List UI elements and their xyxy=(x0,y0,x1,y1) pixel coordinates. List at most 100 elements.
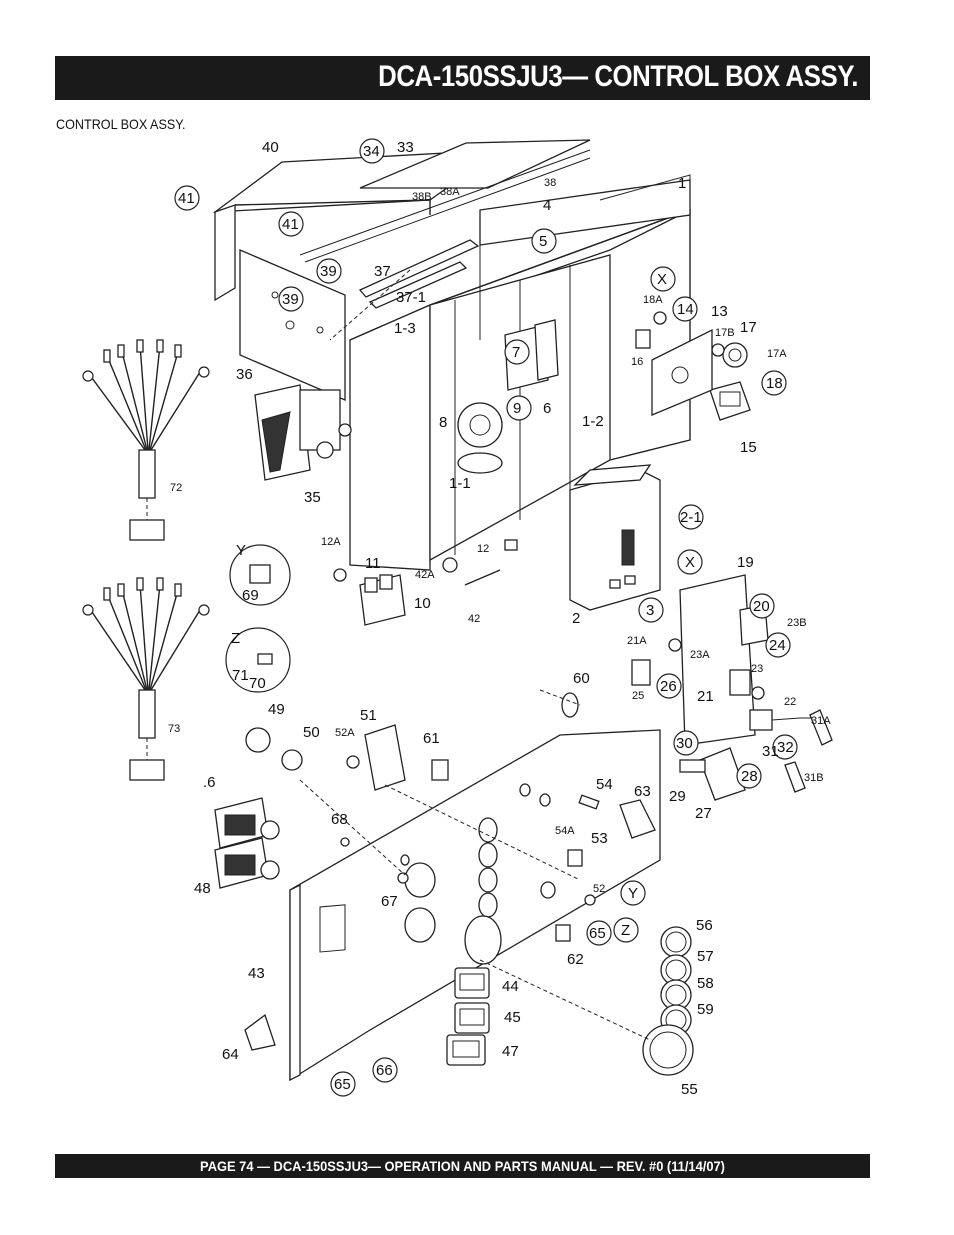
front-panel-43 xyxy=(289,729,661,1082)
callout-63: 63 xyxy=(634,783,651,800)
section-title: CONTROL BOX ASSY. xyxy=(56,116,186,132)
callout-18a: 18A xyxy=(643,294,663,306)
meter-58 xyxy=(660,979,692,1011)
callout-38: 38 xyxy=(544,177,556,189)
callout-70: 70 xyxy=(249,675,266,692)
callout-45: 45 xyxy=(504,1009,521,1026)
callout-11: 11 xyxy=(365,555,381,572)
callout-2: 2 xyxy=(572,610,580,627)
callout-6: 6 xyxy=(543,400,551,417)
cover-plate-33 xyxy=(359,139,591,189)
gauge-47 xyxy=(446,1034,486,1066)
fuse-31b xyxy=(784,761,806,793)
callout-20: 20 xyxy=(753,598,770,615)
callout-21: 21 xyxy=(697,688,714,705)
wire-harness-72 xyxy=(82,339,210,541)
bolt-42 xyxy=(442,539,518,586)
callout-27: 27 xyxy=(695,805,712,822)
panel-19 xyxy=(679,574,773,746)
callout-14: 14 xyxy=(677,301,694,318)
callout-8: 8 xyxy=(439,414,447,431)
callout-13: 13 xyxy=(711,303,728,320)
callout-43: 43 xyxy=(248,965,265,982)
callout-49: 49 xyxy=(268,701,285,718)
callout-31a: 31A xyxy=(811,715,831,727)
callout-68: 68 xyxy=(331,811,348,828)
footer-bar: PAGE 74 — DCA-150SSJU3— OPERATION AND PA… xyxy=(55,1154,870,1178)
callout-9: 9 xyxy=(513,400,521,417)
callout-24: 24 xyxy=(769,637,786,654)
meter-55 xyxy=(642,1024,694,1076)
callout-37-1: 37-1 xyxy=(396,289,426,306)
selector-switch-35 xyxy=(254,384,352,481)
callout-22: 22 xyxy=(784,696,796,708)
callout-50: 50 xyxy=(303,724,320,741)
callout-41b: 41 xyxy=(282,216,299,233)
module-51 xyxy=(364,724,406,791)
callout-60: 60 xyxy=(573,670,590,687)
callout-69: 69 xyxy=(242,587,259,604)
circuit-breaker-2 xyxy=(569,464,661,611)
callout-41: 41 xyxy=(178,190,195,207)
switch-62 xyxy=(555,924,571,942)
callout-1-2: 1-2 xyxy=(582,413,604,430)
page-title: DCA-150SSJU3— CONTROL BOX ASSY. xyxy=(378,60,858,93)
callout-54: 54 xyxy=(596,776,613,793)
meter-15 xyxy=(709,381,751,421)
callout-36: 36 xyxy=(236,366,253,383)
callout-55: 55 xyxy=(681,1081,698,1098)
gauge-45 xyxy=(454,1002,490,1034)
callout-4: 4 xyxy=(543,197,551,214)
callout-34: 34 xyxy=(363,143,380,160)
callout-18: 18 xyxy=(766,375,783,392)
callout-64: 64 xyxy=(222,1046,239,1063)
toggle-61 xyxy=(431,759,449,781)
detail-view-z xyxy=(225,627,291,693)
knob-50 xyxy=(281,749,303,771)
callout-40: 40 xyxy=(262,139,279,156)
callout-x-top: X xyxy=(657,271,667,288)
callout-10: 10 xyxy=(414,595,431,612)
callout-39b: 39 xyxy=(282,291,299,308)
relay-48-lower xyxy=(214,837,280,889)
callout-2-1: 2-1 xyxy=(680,509,702,526)
callout-25: 25 xyxy=(632,690,644,702)
callout-32: 32 xyxy=(777,739,794,756)
rail-37 xyxy=(358,239,480,309)
relay-48-upper xyxy=(214,797,280,849)
callout-47: 47 xyxy=(502,1043,519,1060)
fuse-31a xyxy=(809,709,833,746)
callout-26: 26 xyxy=(660,678,677,695)
callout-30: 30 xyxy=(676,735,693,752)
back-panel-36 xyxy=(239,249,346,401)
gauge-44 xyxy=(454,967,490,999)
callout-57: 57 xyxy=(697,948,714,965)
callout-31b: 31B xyxy=(804,772,824,784)
callout-35: 35 xyxy=(304,489,321,506)
callout-65-mid: 65 xyxy=(589,925,606,942)
callout-38a: 38A xyxy=(440,186,460,198)
bracket-14 xyxy=(651,328,713,416)
current-transformer-8 xyxy=(457,402,503,474)
callout-1: 1 xyxy=(678,175,686,192)
callout-1-3: 1-3 xyxy=(394,320,416,337)
callout-x-mid: X xyxy=(685,554,695,571)
callout-66: 66 xyxy=(376,1062,393,1079)
callout-23b: 23B xyxy=(787,617,807,629)
callout-72: 72 xyxy=(170,482,182,494)
callout-67: 67 xyxy=(381,893,398,910)
callout-29: 29 xyxy=(669,788,686,805)
callout-17a: 17A xyxy=(767,348,787,360)
bracket-63 xyxy=(619,799,656,839)
title-bar: DCA-150SSJU3— CONTROL BOX ASSY. xyxy=(55,56,870,100)
callout-28: 28 xyxy=(741,768,758,785)
callout-73: 73 xyxy=(168,723,180,735)
callout-59: 59 xyxy=(697,1001,714,1018)
callout-3: 3 xyxy=(646,602,654,619)
footer-text: PAGE 74 — DCA-150SSJU3— OPERATION AND PA… xyxy=(200,1158,725,1174)
callout-17b: 17B xyxy=(715,327,735,339)
callout-44: 44 xyxy=(502,978,519,995)
callout-42a: 42A xyxy=(415,569,435,581)
detail-view-y xyxy=(229,544,291,606)
